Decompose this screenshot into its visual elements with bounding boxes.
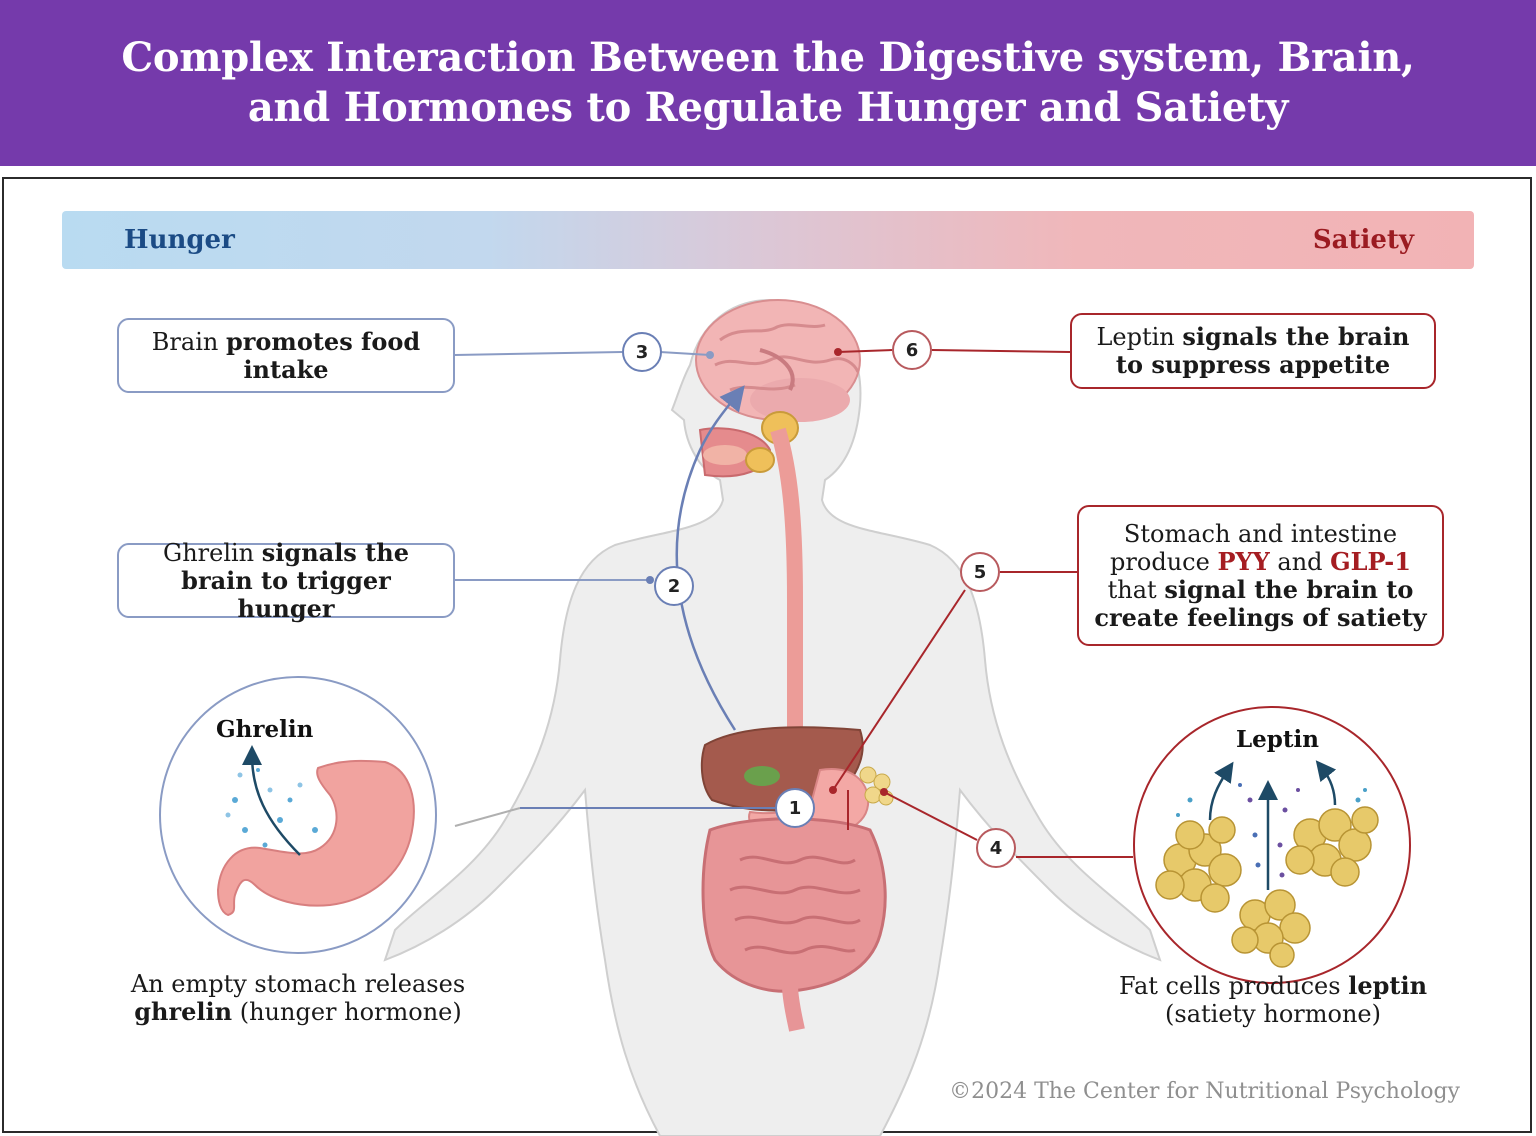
pyy-box-part1: Stomach and intestine produce [1110,519,1398,576]
glp1-label: GLP-1 [1330,546,1411,576]
header-banner: Complex Interaction Between the Digestiv… [0,0,1536,166]
stomach-caption: An empty stomach releases ghrelin (hunge… [118,970,478,1026]
step-2-badge: 2 [654,566,694,606]
brain-box-bold: promotes food intake [226,326,421,384]
page-title: Complex Interaction Between the Digestiv… [68,33,1468,133]
satiety-connectors [829,348,1133,858]
fat-caption-line2: (satiety hormone) [1165,1000,1381,1028]
stomach-caption-bold: ghrelin [134,997,233,1026]
leptin-inset-label: Leptin [1236,726,1319,753]
brain [695,299,861,422]
pyy-box-and: and [1277,547,1323,576]
step-1-badge: 1 [775,788,815,828]
ghrelin-signals-box: Ghrelin signals the brain to trigger hun… [117,538,455,622]
brain-box-plain: Brain [151,327,219,356]
brain-promotes-intake-box: Brain promotes food intake [117,318,455,393]
ghrelin-inset-label: Ghrelin [216,716,314,743]
satiety-label: Satiety [1312,225,1414,255]
esophagus [770,427,803,740]
stomach-caption-line1: An empty stomach releases [130,970,466,998]
fat-cell-cluster-left [1155,816,1242,913]
pyy-label: PYY [1217,546,1270,576]
fat-cell-cluster-bottom [1231,889,1311,968]
step-3-badge: 3 [622,332,662,372]
intestines [701,817,887,1032]
step-6-badge: 6 [892,330,932,370]
pyy-box-that: that [1107,575,1157,604]
title-line-2: and Hormones to Regulate Hunger and Sati… [247,84,1289,131]
pyy-box-bold: signal the brain to create feelings of s… [1094,574,1427,632]
leptin-signals-box: Leptin signals the brain to suppress app… [1070,313,1436,389]
gallbladder [744,766,780,786]
leptin-box-plain: Leptin [1096,323,1175,351]
fat-caption: Fat cells produces leptin (satiety hormo… [1100,971,1446,1029]
hunger-satiety-scale: Hunger Satiety [62,211,1474,269]
stomach-caption-rest: (hunger hormone) [239,998,462,1026]
copyright-notice: ©2024 The Center for Nutritional Psychol… [949,1079,1460,1104]
fat-caption-plain: Fat cells produces [1118,972,1341,1000]
body-silhouette [383,298,1162,1136]
ghrelin-box-plain: Ghrelin [163,538,255,567]
stomach-inset [159,676,437,954]
fat-cells-inset [1133,706,1411,984]
hunger-connectors [454,351,775,827]
mouth-and-glands [698,411,799,478]
ghrelin-box-bold: signals the brain to trigger hunger [181,537,409,623]
title-line-1: Complex Interaction Between the Digestiv… [121,34,1415,81]
step-5-badge: 5 [960,552,1000,592]
fat-cell-cluster-right [1285,806,1379,887]
pyy-glp1-box: Stomach and intestine produce PYY and GL… [1077,505,1444,646]
leptin-box-bold: signals the brain to suppress appetite [1115,322,1410,379]
step-4-badge: 4 [976,828,1016,868]
fat-caption-bold: leptin [1348,971,1428,1000]
hunger-label: Hunger [124,225,235,255]
